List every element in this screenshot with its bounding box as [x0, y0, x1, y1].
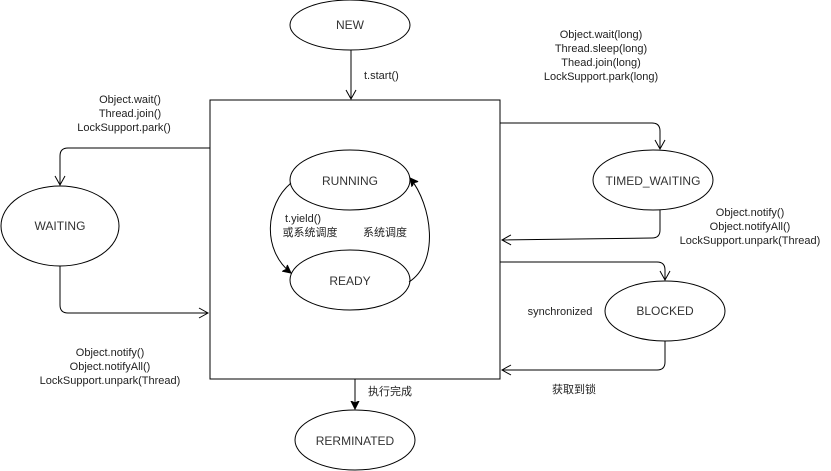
edge-runnable-to-blocked — [500, 261, 671, 282]
label-from-waiting-3: LockSupport.unpark(Thread) — [40, 375, 181, 387]
state-blocked[interactable]: BLOCKED — [604, 280, 726, 342]
state-new-label: NEW — [336, 18, 365, 32]
label-to-waiting-1: Object.wait() — [99, 94, 161, 106]
edge-timed-waiting-to-runnable — [500, 210, 661, 246]
state-running-label: RUNNING — [322, 174, 378, 188]
label-execution-complete: 执行完成 — [368, 384, 412, 398]
state-ready-label: READY — [329, 274, 370, 288]
edge-blocked-to-runnable — [500, 341, 666, 376]
state-terminated-label: RERMINATED — [316, 434, 395, 448]
edge-waiting-to-runnable — [59, 266, 210, 319]
state-waiting-label: WAITING — [35, 219, 86, 233]
state-ready[interactable]: READY — [289, 249, 411, 311]
label-to-timed-2: Thread.sleep(long) — [555, 43, 647, 55]
label-to-timed-3: Thead.join(long) — [561, 57, 641, 69]
label-yield: t.yield() — [285, 213, 321, 225]
label-to-waiting-2: Thread.join() — [99, 108, 161, 120]
label-from-timed-3: LockSupport.unpark(Thread) — [680, 235, 821, 247]
label-synchronized: synchronized — [528, 306, 593, 318]
state-new[interactable]: NEW — [289, 0, 411, 51]
label-to-timed-4: LockSupport.park(long) — [544, 71, 658, 83]
state-timed-waiting[interactable]: TIMED_WAITING — [592, 149, 714, 211]
edge-running-to-ready — [269, 182, 291, 273]
label-system-schedule: 系统调度 — [363, 225, 407, 239]
label-from-waiting-1: Object.notify() — [76, 347, 144, 359]
label-from-timed-1: Object.notify() — [716, 207, 784, 219]
label-from-timed-2: Object.notifyAll() — [710, 221, 791, 233]
state-running[interactable]: RUNNING — [289, 149, 411, 211]
label-acquired-lock: 获取到锁 — [552, 382, 596, 396]
state-waiting[interactable]: WAITING — [0, 185, 120, 267]
label-to-waiting-3: LockSupport.park() — [77, 122, 171, 134]
label-from-waiting-2: Object.notifyAll() — [70, 361, 151, 373]
runnable-state-box — [209, 99, 501, 380]
label-or-system-schedule: 或系统调度 — [283, 225, 338, 239]
state-terminated[interactable]: RERMINATED — [294, 409, 416, 471]
edge-ready-to-running — [408, 178, 430, 283]
label-to-timed-1: Object.wait(long) — [560, 29, 643, 41]
edge-runnable-to-timed-waiting — [500, 122, 666, 151]
label-t-start: t.start() — [364, 70, 399, 82]
state-timed-waiting-label: TIMED_WAITING — [606, 174, 701, 188]
state-blocked-label: BLOCKED — [636, 304, 694, 318]
edge-runnable-to-waiting — [54, 147, 210, 187]
